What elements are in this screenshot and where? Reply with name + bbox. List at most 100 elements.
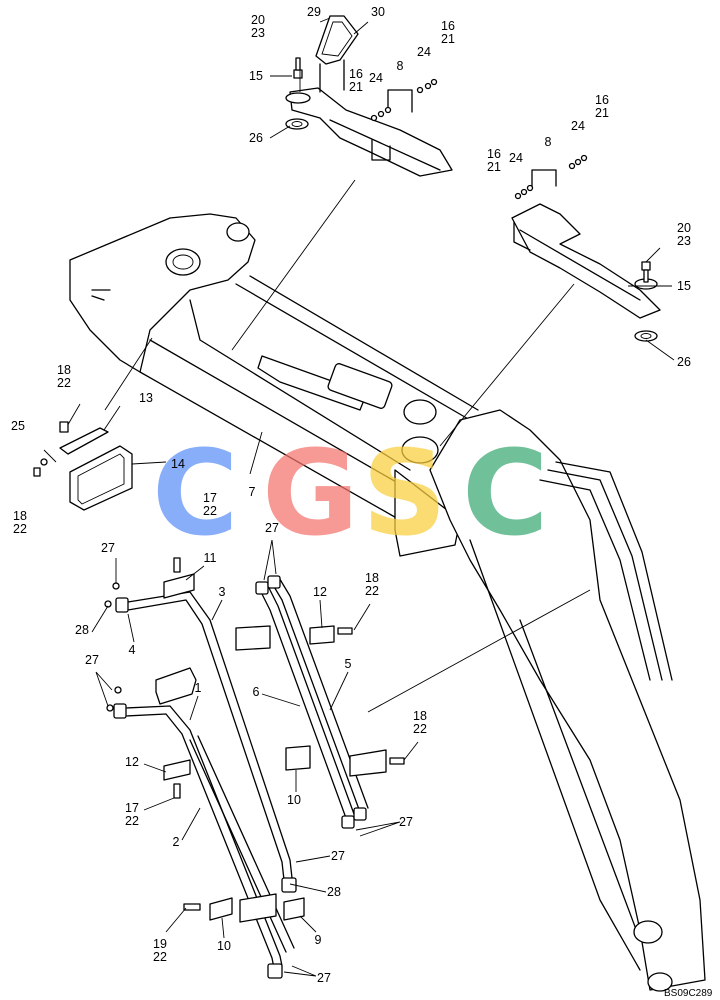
callout-label: 13 xyxy=(139,391,153,405)
callout-number: 27 xyxy=(331,849,345,863)
callout-number: 16 xyxy=(349,67,363,81)
callout-number: 12 xyxy=(313,585,327,599)
callout-label: 1 xyxy=(195,681,202,695)
callout-number: 15 xyxy=(677,279,691,293)
o-rings xyxy=(104,582,122,712)
callout-label: 10 xyxy=(287,793,301,807)
callout-number: 18 xyxy=(13,509,27,523)
callout-number: 20 xyxy=(677,221,691,235)
callout-number: 30 xyxy=(371,5,385,19)
callout-number: 16 xyxy=(441,19,455,33)
callout-label: 8 xyxy=(545,135,552,149)
callout-number: 26 xyxy=(677,355,691,369)
callout-label: 15 xyxy=(677,279,691,293)
callout-label: 14 xyxy=(171,457,185,471)
boom xyxy=(69,213,706,992)
callout-label: 27 xyxy=(317,971,331,985)
callout-number: 22 xyxy=(125,814,139,828)
callout-number: 28 xyxy=(327,885,341,899)
callout-number: 10 xyxy=(217,939,231,953)
callout-number: 8 xyxy=(545,135,552,149)
callout-number: 27 xyxy=(317,971,331,985)
callout-number: 24 xyxy=(509,151,523,165)
callout-number: 21 xyxy=(349,80,363,94)
callout-number: 20 xyxy=(251,13,265,27)
callout-label: 28 xyxy=(327,885,341,899)
callout-label: 3 xyxy=(219,585,226,599)
watermark-letter-1: C xyxy=(152,424,239,562)
callout-number: 6 xyxy=(253,685,260,699)
callout-number: 16 xyxy=(487,147,501,161)
callout-number: 28 xyxy=(75,623,89,637)
callout-number: 27 xyxy=(101,541,115,555)
callout-number: 22 xyxy=(13,522,27,536)
callout-number: 22 xyxy=(203,504,217,518)
watermark-letter-4: C xyxy=(462,424,549,562)
callout-number: 22 xyxy=(57,376,71,390)
callout-number: 5 xyxy=(345,657,352,671)
callout-label: 7 xyxy=(249,485,256,499)
callout-label: 25 xyxy=(11,419,25,433)
callout-number: 22 xyxy=(153,950,167,964)
callout-label: 5 xyxy=(345,657,352,671)
callout-number: 2 xyxy=(173,835,180,849)
callout-label: 24 xyxy=(369,71,383,85)
callout-label: 27 xyxy=(331,849,345,863)
callout-label: 27 xyxy=(265,521,279,535)
callout-label: 9 xyxy=(315,933,322,947)
watermark: C G S C xyxy=(152,424,549,562)
callout-number: 17 xyxy=(203,491,217,505)
callout-number: 4 xyxy=(129,643,136,657)
callout-number: 22 xyxy=(413,722,427,736)
callout-label: 12 xyxy=(313,585,327,599)
callout-label: 24 xyxy=(417,45,431,59)
callout-label: 27 xyxy=(399,815,413,829)
watermark-letter-3: S xyxy=(362,424,447,562)
callout-number: 24 xyxy=(417,45,431,59)
callout-label: 28 xyxy=(75,623,89,637)
top-bracket-assembly xyxy=(285,15,453,177)
right-bracket-assembly xyxy=(511,154,661,342)
callout-number: 15 xyxy=(249,69,263,83)
watermark-letter-2: G xyxy=(262,424,359,562)
callout-number: 23 xyxy=(251,26,265,40)
grommet-and-clamp xyxy=(33,421,133,511)
callout-label: 30 xyxy=(371,5,385,19)
callout-label: 15 xyxy=(249,69,263,83)
hoses xyxy=(113,575,369,979)
callout-number: 7 xyxy=(249,485,256,499)
callout-label: 26 xyxy=(677,355,691,369)
callout-number: 14 xyxy=(171,457,185,471)
callout-label: 27 xyxy=(85,653,99,667)
callout-number: 18 xyxy=(57,363,71,377)
callout-number: 21 xyxy=(487,160,501,174)
callout-label: 24 xyxy=(509,151,523,165)
callout-label: 11 xyxy=(204,551,217,565)
callout-number: 23 xyxy=(677,234,691,248)
callout-number: 3 xyxy=(219,585,226,599)
callout-label: 8 xyxy=(397,59,404,73)
callout-label: 24 xyxy=(571,119,585,133)
callout-leaders xyxy=(91,539,419,977)
callout-label: 4 xyxy=(129,643,136,657)
callout-number: 17 xyxy=(125,801,139,815)
callout-number: 18 xyxy=(365,571,379,585)
callout-number: 27 xyxy=(265,521,279,535)
callout-number: 1 xyxy=(195,681,202,695)
callout-label: 6 xyxy=(253,685,260,699)
leader-lines xyxy=(43,17,675,713)
callout-number: 19 xyxy=(153,937,167,951)
